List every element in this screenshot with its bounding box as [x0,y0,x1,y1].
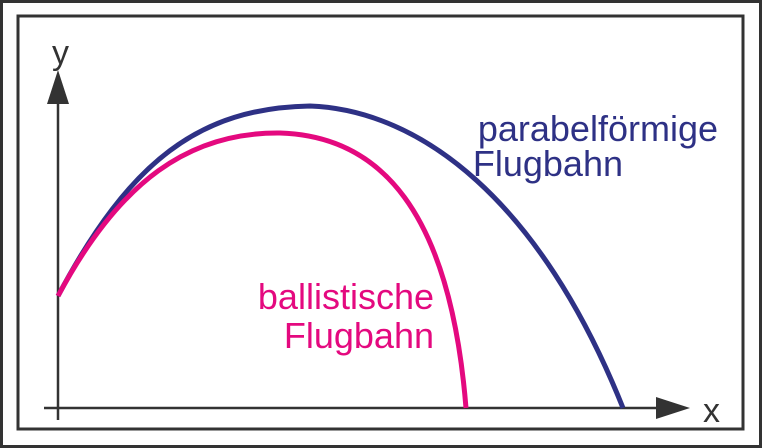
parabolic-label-line1: parabelförmige [478,108,718,149]
parabolic-trajectory-curve [55,103,626,409]
y-axis-label: y [52,34,69,72]
ballistic-label-line2: Flugbahn [284,315,434,356]
parabolic-label-line2: Flugbahn [473,143,623,184]
y-axis-arrowhead [47,70,69,104]
ballistic-trajectory-curve [55,130,469,409]
ballistic-label-line1: ballistische [258,276,434,317]
x-axis-arrowhead [656,397,690,419]
x-axis-label: x [703,392,720,430]
inner-frame [16,14,745,431]
